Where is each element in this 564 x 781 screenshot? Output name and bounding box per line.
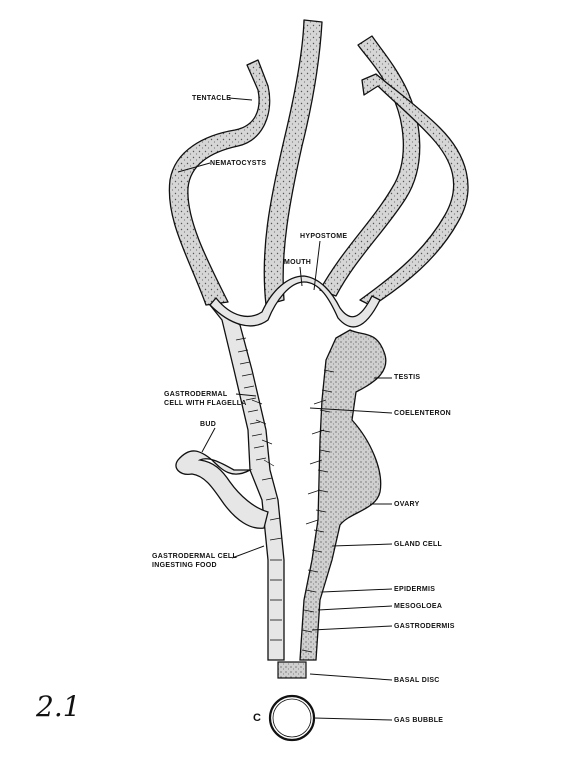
leader-epidermis bbox=[321, 588, 393, 593]
label-hypostome: HYPOSTOME bbox=[300, 233, 348, 240]
label-gas-bubble: GAS BUBBLE bbox=[394, 717, 444, 724]
bud bbox=[175, 450, 269, 529]
label-gastrodermis: GASTRODERMIS bbox=[394, 623, 455, 630]
tentacles bbox=[168, 19, 469, 307]
gastrodermis-hatching bbox=[235, 337, 335, 653]
basal-disc bbox=[277, 661, 307, 679]
leader-mesogloea bbox=[317, 605, 393, 611]
leader-coelenteron bbox=[309, 407, 393, 414]
label-mouth: MOUTH bbox=[284, 259, 312, 266]
leader-bud bbox=[201, 427, 216, 453]
body-column bbox=[209, 275, 387, 661]
label-ovary: OVARY bbox=[394, 501, 420, 508]
label-gastrodermal-flagella-line2: CELL WITH FLAGELLA bbox=[164, 400, 247, 407]
hypostome bbox=[209, 275, 381, 328]
label-epidermis: EPIDERMIS bbox=[394, 586, 436, 593]
leader-gas-bubble bbox=[313, 717, 393, 721]
tentacle-2 bbox=[263, 19, 323, 306]
gas-bubble bbox=[268, 694, 316, 742]
label-gastrodermal-cell-with-flagella: GASTRODERMAL CELL WITH FLAGELLA bbox=[164, 390, 247, 408]
leader-mouth bbox=[299, 266, 303, 287]
leader-hypostome bbox=[313, 240, 321, 291]
leader-gastrodermis bbox=[311, 625, 393, 631]
right-body-wall bbox=[299, 329, 387, 661]
leader-lines bbox=[177, 97, 393, 721]
tentacle-1 bbox=[168, 59, 271, 306]
leader-basal-disc bbox=[309, 673, 393, 681]
label-gastrodermal-food-line1: GASTRODERMAL CELL bbox=[152, 553, 238, 560]
panel-letter: C bbox=[253, 712, 261, 724]
label-gland-cell: GLAND CELL bbox=[394, 541, 443, 548]
label-basal-disc: BASAL DISC bbox=[394, 677, 440, 684]
gas-bubble-inner bbox=[272, 698, 312, 738]
label-tentacle: TENTACLE bbox=[192, 95, 232, 102]
label-bud: BUD bbox=[200, 421, 217, 428]
leader-gastrodermal-flagella bbox=[235, 393, 257, 397]
label-mesogloea: MESOGLOEA bbox=[394, 603, 443, 610]
left-body-wall bbox=[209, 304, 285, 661]
label-nematocysts: NEMATOCYSTS bbox=[210, 160, 267, 167]
label-coelenteron: COELENTERON bbox=[394, 410, 451, 417]
tentacle-4 bbox=[359, 73, 469, 307]
leader-gland-cell bbox=[331, 543, 393, 547]
flagella-bristles bbox=[251, 399, 327, 525]
label-gastrodermal-flagella-line1: GASTRODERMAL bbox=[164, 391, 228, 398]
leader-tentacle bbox=[228, 97, 253, 101]
figure-number: 2.1 bbox=[36, 690, 81, 723]
label-gastrodermal-food-line2: INGESTING FOOD bbox=[152, 562, 217, 569]
tentacle-3 bbox=[319, 35, 421, 297]
leader-nematocysts bbox=[177, 162, 211, 173]
label-testis: TESTIS bbox=[394, 374, 421, 381]
label-gastrodermal-cell-ingesting-food: GASTRODERMAL CELL INGESTING FOOD bbox=[152, 552, 237, 570]
leader-gastrodermal-food bbox=[231, 545, 265, 559]
